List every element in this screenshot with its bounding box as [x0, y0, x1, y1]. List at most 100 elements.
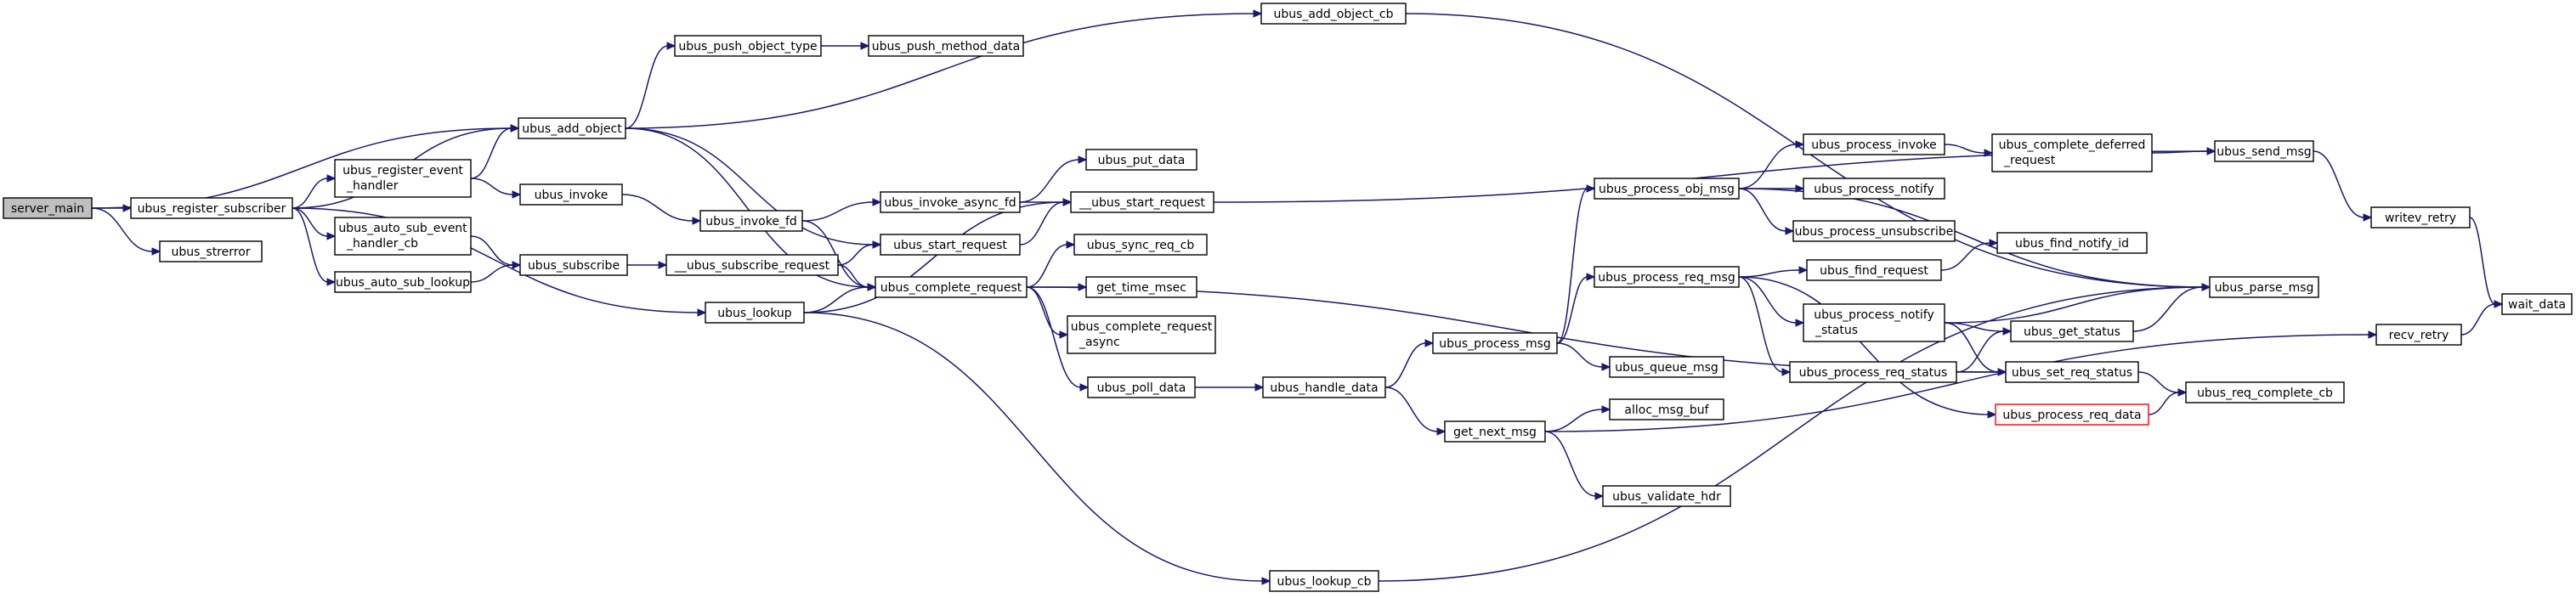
node-ubus-invoke-async-fd[interactable]: ubus_invoke_async_fd	[880, 191, 1021, 213]
node-label: ubus_process_invoke	[1811, 138, 1937, 152]
edge-get-next-msg-to-ubus-validate-hdr	[1544, 431, 1605, 500]
node-ubus-put-data[interactable]: ubus_put_data	[1085, 149, 1197, 171]
edge-line	[1738, 276, 1784, 373]
node-ubus-strerror[interactable]: ubus_strerror	[159, 240, 263, 262]
edge-ubus-invoke-async-fd-to-ubus-put-data	[1019, 155, 1088, 203]
edge-line	[292, 207, 329, 283]
node-writev-retry[interactable]: writev_retry	[2370, 206, 2471, 228]
node-box	[2375, 324, 2462, 346]
node-box	[2185, 381, 2345, 403]
edge-ubus-lookup-to-ubus-lookup-cb	[803, 312, 1271, 585]
node-label: ubus_get_status	[2024, 325, 2120, 339]
edge-line	[1026, 286, 1082, 388]
edge-line	[1019, 201, 1065, 245]
node-ubus-process-req-status[interactable]: ubus_process_req_status	[1789, 361, 1957, 383]
node-ubus-complete-request[interactable]: ubus_complete_request	[875, 276, 1028, 298]
edge-arrowhead	[326, 174, 337, 183]
node-box	[518, 117, 626, 139]
edge-arrowhead	[1078, 155, 1088, 164]
node-box	[2214, 140, 2314, 162]
node-label: _request	[2003, 154, 2056, 167]
node-label: ubus_req_complete_cb	[2197, 386, 2333, 400]
node-ubus-lookup[interactable]: ubus_lookup	[705, 302, 805, 324]
node-ubus-process-req-data[interactable]: ubus_process_req_data	[1995, 403, 2149, 426]
node-ubus-add-object[interactable]: ubus_add_object	[518, 117, 626, 139]
node-ubus-invoke-fd[interactable]: ubus_invoke_fd	[699, 210, 803, 232]
node-ubus-poll-data[interactable]: ubus_poll_data	[1087, 376, 1196, 398]
node-ubus-subscribe[interactable]: ubus_subscribe	[519, 254, 628, 276]
node-ubus-process-msg[interactable]: ubus_process_msg	[1432, 332, 1558, 354]
node-ubus-register-subscriber[interactable]: ubus_register_subscriber	[130, 197, 293, 219]
node-ubus-parse-msg[interactable]: ubus_parse_msg	[2209, 276, 2319, 298]
node-label: _handler_cb	[346, 237, 418, 251]
edge-line	[1556, 276, 1588, 344]
node-ubus-start-request[interactable]: ubus_start_request	[880, 234, 1021, 256]
node-ubus-process-invoke[interactable]: ubus_process_invoke	[1803, 133, 1945, 155]
node-label: ubus_find_notify_id	[2015, 237, 2129, 251]
node-box	[519, 254, 628, 276]
node-box	[880, 234, 1021, 256]
node-ubus-set-req-status[interactable]: ubus_set_req_status	[2005, 361, 2139, 383]
node-box	[2370, 206, 2471, 228]
edge-line	[91, 207, 154, 252]
node-recv-retry[interactable]: recv_retry	[2375, 324, 2462, 346]
node-label: ubus_invoke_async_fd	[884, 196, 1016, 210]
edge-get-next-msg-to-alloc-msg-buf	[1544, 405, 1611, 432]
edge-ubus-process-notify-status-to-ubus-parse-msg	[1944, 283, 2211, 324]
edge-line	[292, 178, 329, 209]
node-ubus-queue-msg[interactable]: ubus_queue_msg	[1609, 356, 1724, 378]
edge-ubus-process-req-msg-to-ubus-find-request	[1738, 266, 1809, 278]
node-get-time-msec[interactable]: get_time_msec	[1085, 276, 1197, 298]
edge-arrowhead	[1254, 383, 1265, 392]
node-alloc-msg-buf[interactable]: alloc_msg_buf	[1609, 398, 1724, 420]
node-ubus-process-obj-msg[interactable]: ubus_process_obj_msg	[1594, 178, 1740, 200]
node-ubus-start-request[interactable]: __ubus_start_request	[1070, 191, 1214, 213]
edge-ubus-process-req-data-to-ubus-req-complete-cb	[2148, 388, 2188, 415]
node-ubus-get-status[interactable]: ubus_get_status	[2010, 320, 2134, 342]
edge-recv-retry-to-wait-data	[2460, 300, 2504, 336]
node-ubus-handle-data[interactable]: ubus_handle_data	[1262, 376, 1386, 398]
node-ubus-find-request[interactable]: ubus_find_request	[1806, 259, 1942, 281]
node-ubus-validate-hdr[interactable]: ubus_validate_hdr	[1602, 485, 1731, 507]
edge-ubus-find-request-to-ubus-find-notify-id	[1940, 239, 1999, 271]
node-ubus-process-req-msg[interactable]: ubus_process_req_msg	[1594, 266, 1740, 288]
node-wait-data[interactable]: wait_data	[2501, 293, 2573, 315]
edge-ubus-handle-data-to-ubus-process-msg	[1384, 339, 1435, 388]
node-ubus-complete-deferred-request[interactable]: ubus_complete_deferred_request	[1991, 133, 2153, 172]
edge-ubus-poll-data-to-ubus-handle-data	[1195, 383, 1265, 392]
edge-ubus-process-msg-to-ubus-queue-msg	[1556, 342, 1611, 371]
node-ubus-add-object-cb[interactable]: ubus_add_object_cb	[1260, 3, 1407, 25]
node-box	[1070, 191, 1214, 213]
node-ubus-process-notify[interactable]: ubus_process_notify	[1803, 178, 1945, 200]
node-get-next-msg[interactable]: get_next_msg	[1444, 420, 1546, 443]
node-ubus-lookup-cb[interactable]: ubus_lookup_cb	[1269, 570, 1379, 592]
node-box	[1792, 220, 1956, 242]
edge-arrowhead	[1795, 184, 1805, 193]
node-ubus-invoke[interactable]: ubus_invoke	[519, 183, 623, 206]
node-ubus-send-msg[interactable]: ubus_send_msg	[2214, 140, 2314, 162]
node-ubus-subscribe-request[interactable]: __ubus_subscribe_request	[665, 254, 839, 276]
edge-line	[837, 264, 869, 288]
node-ubus-complete-request-async[interactable]: ubus_complete_request_async	[1067, 315, 1216, 354]
node-ubus-find-notify-id[interactable]: ubus_find_notify_id	[1996, 232, 2148, 254]
node-ubus-auto-sub-event-handler-cb[interactable]: ubus_auto_sub_event_handler_cb	[334, 217, 472, 256]
node-ubus-push-method-data[interactable]: ubus_push_method_data	[868, 35, 1024, 57]
edge-ubus-push-object-type-to-ubus-push-method-data	[820, 42, 870, 50]
node-ubus-req-complete-cb[interactable]: ubus_req_complete_cb	[2185, 381, 2345, 403]
node-box	[1087, 376, 1196, 398]
edge-line	[801, 220, 869, 288]
node-ubus-sync-req-cb[interactable]: ubus_sync_req_cb	[1073, 234, 1208, 256]
node-box	[334, 217, 472, 256]
node-ubus-process-notify-status[interactable]: ubus_process_notify_status	[1803, 303, 1945, 342]
node-ubus-auto-sub-lookup[interactable]: ubus_auto_sub_lookup	[334, 271, 472, 293]
edge-ubus-add-object-to-ubus-push-object-type	[625, 42, 677, 129]
node-ubus-register-event-handler[interactable]: ubus_register_event_handler	[334, 159, 472, 198]
node-ubus-process-unsubscribe[interactable]: ubus_process_unsubscribe	[1792, 220, 1956, 242]
node-label: ubus_complete_request	[1071, 320, 1213, 334]
edge-ubus-process-req-msg-to-ubus-process-req-data	[1738, 276, 1997, 419]
edge-arrowhead	[2206, 147, 2216, 155]
node-server-main[interactable]: server_main	[3, 197, 93, 219]
node-ubus-push-object-type[interactable]: ubus_push_object_type	[674, 35, 822, 57]
edge-arrowhead	[1436, 427, 1447, 436]
